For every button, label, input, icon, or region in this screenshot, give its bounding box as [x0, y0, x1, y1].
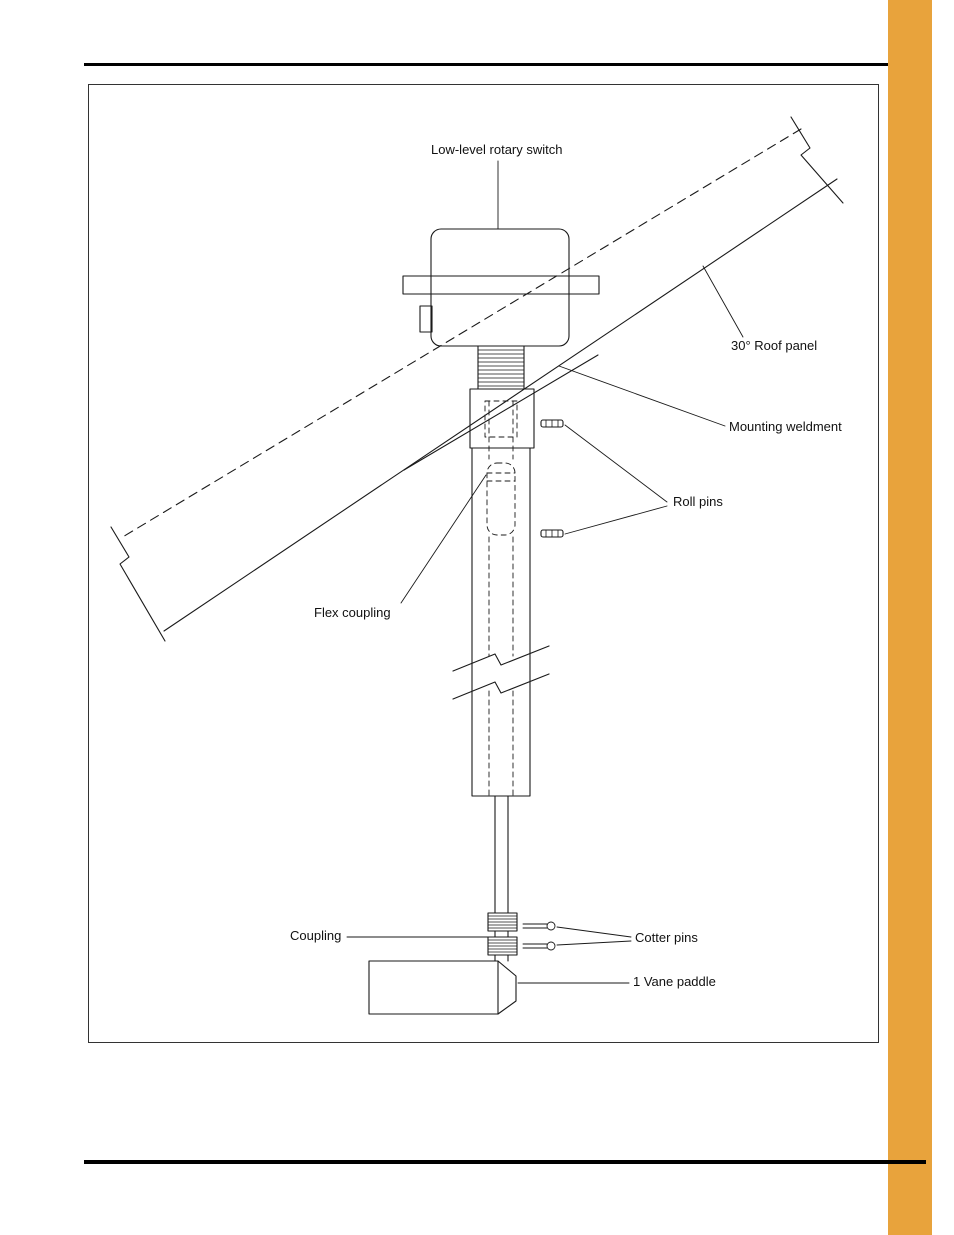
footer-rule	[84, 1160, 926, 1164]
gold-accent-bar	[888, 0, 932, 1235]
threaded-neck-drawing	[477, 345, 525, 390]
leader-cotter-pin-upper	[556, 926, 632, 938]
roll-pins-drawing	[540, 419, 564, 538]
label-flex-coupling: Flex coupling	[314, 605, 391, 620]
assembly-diagram-frame: Low-level rotary switch 30° Roof panel M…	[88, 84, 879, 1043]
label-coupling: Coupling	[290, 928, 342, 943]
leader-flex-coupling	[400, 474, 487, 604]
tube-drawing	[452, 400, 550, 797]
roof-break-lower	[110, 526, 166, 642]
label-roof-panel: 30° Roof panel	[731, 338, 818, 353]
label-mounting-weldment: Mounting weldment	[729, 419, 842, 434]
cotter-pins-drawing	[522, 921, 556, 951]
header-rule	[84, 63, 926, 66]
tube-break-line-2	[452, 673, 550, 700]
leader-roll-pin-upper	[564, 424, 668, 503]
leader-roll-pin-lower	[564, 505, 668, 535]
rotary-switch-drawing	[402, 228, 600, 347]
tube-break-line-1	[452, 645, 550, 672]
assembly-diagram	[110, 116, 844, 1015]
shaft-drawing	[494, 795, 509, 914]
leader-mounting-weldment	[558, 365, 726, 427]
coupling-drawing	[487, 912, 518, 962]
label-roll-pins: Roll pins	[673, 494, 723, 509]
flex-coupling-drawing	[486, 462, 516, 536]
vane-paddle-drawing	[368, 960, 517, 1015]
roof-break-upper	[790, 116, 844, 204]
leader-cotter-pin-lower	[556, 940, 632, 946]
label-cotter-pins: Cotter pins	[635, 930, 698, 945]
leader-lines	[346, 160, 744, 984]
label-vane-paddle: 1 Vane paddle	[633, 974, 716, 989]
leader-roof-panel	[702, 265, 744, 338]
label-low-level-rotary-switch: Low-level rotary switch	[431, 142, 563, 157]
roof-panel-drawing	[110, 116, 844, 642]
